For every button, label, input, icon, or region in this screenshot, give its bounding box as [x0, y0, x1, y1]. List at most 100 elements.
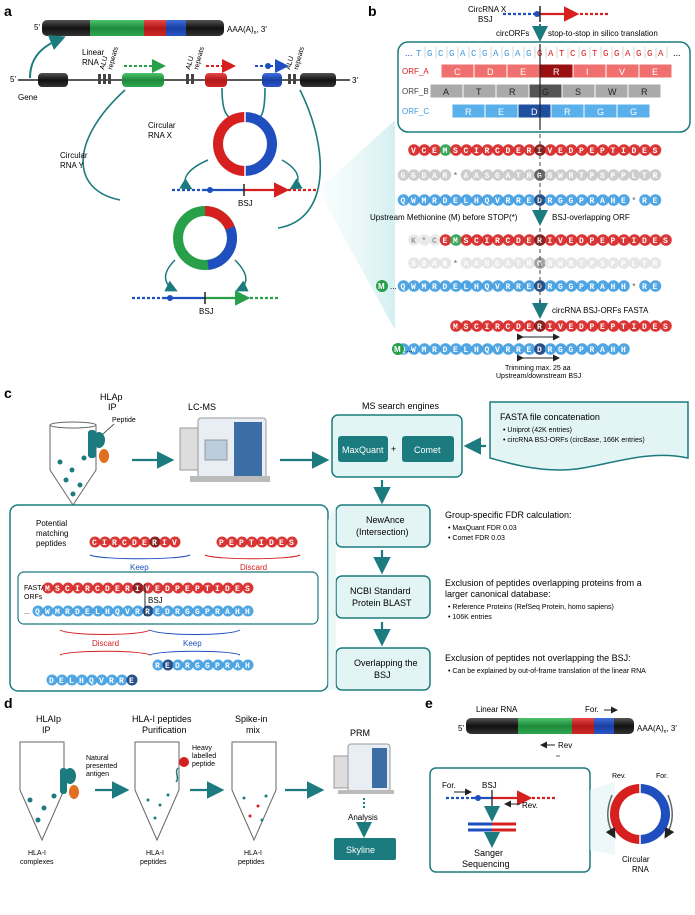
residue-bead — [576, 194, 588, 206]
residue-letter: D — [506, 147, 511, 156]
residue-letter: R — [215, 608, 220, 617]
residue-letter: V — [495, 283, 500, 292]
residue-bead — [182, 659, 194, 671]
residue-bead — [42, 582, 54, 594]
residue-bead — [565, 343, 578, 355]
circular-rna-x — [213, 110, 277, 178]
e-rev-label: Rev — [558, 741, 572, 750]
residue-letter: M — [55, 608, 60, 617]
residue-letter: R — [653, 172, 658, 181]
residue-bead — [534, 343, 546, 355]
residue-letter: E — [155, 585, 160, 594]
residue-bead — [544, 194, 557, 206]
nucleotide: G — [526, 49, 531, 59]
e-polya: AAA(A)n, 3' — [637, 724, 677, 735]
residue-letter: C — [474, 237, 479, 246]
residue-bead — [192, 582, 204, 594]
residue-bead — [418, 234, 431, 246]
heavy-label-2: labelled — [192, 753, 216, 760]
residue-bead — [429, 234, 441, 246]
residue-letter: H — [235, 608, 240, 617]
residue-bead — [226, 536, 238, 548]
residue-letter: I — [621, 147, 626, 156]
residue-bead — [492, 194, 504, 206]
e-for2-label: For. — [442, 781, 456, 790]
residue-bead — [471, 169, 483, 181]
residue-bead — [162, 605, 174, 617]
residue-bead — [544, 169, 557, 181]
residue-letter: I — [135, 585, 140, 594]
residue-letter: T — [205, 585, 210, 594]
residue-bead — [418, 194, 431, 206]
nucleotide: C — [438, 49, 444, 59]
fasta-item-1: • Uniprot (42K entries) — [503, 427, 572, 434]
circ-y-label-2: RNA Y — [60, 161, 85, 170]
residue-bead — [544, 144, 557, 156]
analysis-label: Analysis — [348, 813, 378, 822]
residue-letter: C — [92, 539, 97, 548]
residue-bead — [607, 169, 620, 181]
residue-letter: Q — [485, 346, 490, 355]
residue-letter: R — [152, 539, 157, 548]
residue-letter: R — [85, 585, 90, 594]
residue-bead — [618, 280, 630, 292]
codon-cell — [616, 103, 651, 119]
residue-bead — [72, 582, 84, 594]
residue-letter: P — [215, 662, 220, 671]
residue-letter: R — [65, 608, 70, 617]
residue-bead — [429, 343, 441, 355]
residue-bead — [450, 194, 462, 206]
tube2-label-1: HLA-I — [146, 850, 164, 857]
e-for3-label: For. — [656, 773, 668, 780]
newance-box — [335, 504, 431, 548]
hlap-label-1: HLAp — [100, 392, 123, 402]
residue-letter: * — [453, 172, 458, 181]
residue-bead — [586, 169, 599, 181]
residue-bead — [492, 257, 504, 269]
alu-repeat-2: ALU repeats — [185, 46, 206, 84]
amino-acid: G — [597, 107, 604, 117]
residue-letter: R — [443, 172, 448, 181]
residue-bead — [42, 605, 54, 617]
residue-bead — [607, 194, 620, 206]
residue-bead — [122, 582, 134, 594]
circ-y-to-bsj-left — [164, 259, 178, 292]
residue-letter: P — [195, 585, 200, 594]
residue-bead — [544, 343, 557, 355]
residue-bead — [460, 320, 473, 332]
residue-bead — [192, 659, 204, 671]
amino-acid: A — [443, 87, 449, 97]
e-circular-rna — [610, 782, 670, 846]
plus-label: + — [391, 444, 396, 454]
residue-letter: C — [506, 237, 511, 246]
fasta-orfs-label-2: ORFs — [24, 594, 43, 601]
blast-label-1: NCBI Standard — [350, 586, 411, 596]
panel-b-label: b — [368, 3, 377, 19]
discard-label-1: Discard — [240, 563, 267, 572]
residue-bead — [523, 280, 536, 292]
residue-bead — [46, 674, 58, 686]
residue-bead — [576, 257, 588, 269]
residue-letter: S — [600, 172, 605, 181]
residue-bead — [618, 320, 630, 332]
amino-acid: R — [465, 107, 472, 117]
residue-bead — [202, 582, 214, 594]
residue-letter: M — [422, 346, 427, 355]
residue-letter: R — [590, 197, 595, 206]
potential-label-1: Potential — [36, 519, 67, 528]
residue-letter: E — [527, 323, 532, 332]
residue-letter: E — [165, 662, 170, 671]
maxquant-box — [338, 436, 388, 462]
nt-ellipsis-right: ... — [673, 48, 681, 58]
residue-letter: R — [527, 260, 532, 269]
residue-letter: T — [516, 260, 521, 269]
residue-bead — [162, 659, 174, 671]
blast-title-1: Exclusion of peptides overlapping protei… — [445, 578, 642, 588]
residue-letter: R — [506, 346, 511, 355]
panel-e-label: e — [425, 695, 433, 711]
residue-bead — [112, 582, 124, 594]
overlap-label-2: BSJ — [374, 670, 391, 680]
pcr-product-icon — [468, 822, 516, 832]
residue-bead — [82, 605, 94, 617]
residue-letter: * — [422, 237, 427, 246]
